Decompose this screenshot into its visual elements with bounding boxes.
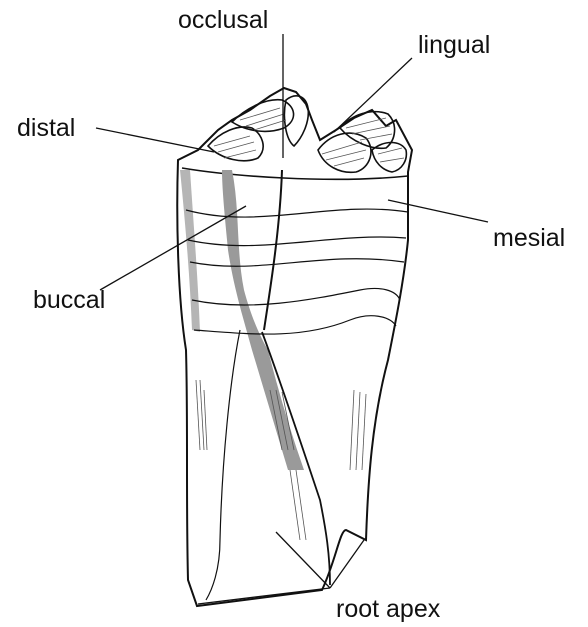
tooth-body: [177, 88, 412, 606]
label-buccal: buccal: [33, 288, 105, 313]
leader-distal: [96, 128, 214, 152]
label-root-apex: root apex: [336, 597, 440, 622]
label-mesial: mesial: [493, 226, 565, 251]
label-occlusal: occlusal: [178, 8, 268, 33]
label-distal: distal: [17, 116, 75, 141]
label-lingual: lingual: [418, 33, 490, 58]
